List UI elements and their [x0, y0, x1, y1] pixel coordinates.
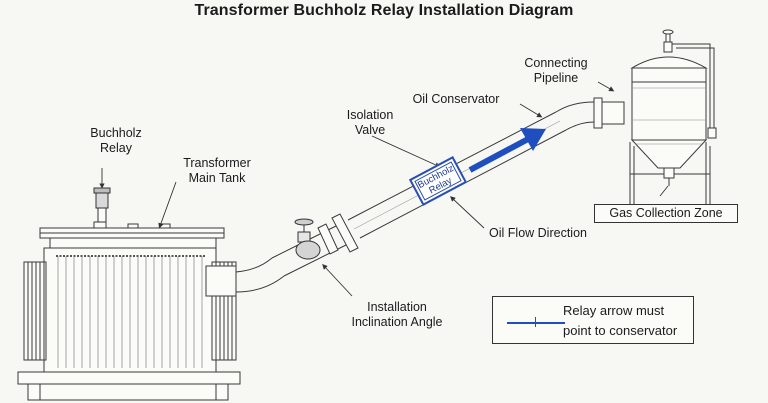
leader-lines	[99, 81, 669, 297]
label-installation-inclination-angle: Installation Inclination Angle	[351, 300, 443, 329]
legend-arrow-line	[507, 322, 565, 324]
transformer-tank	[17, 221, 241, 401]
label-oil-flow-direction: Oil Flow Direction	[489, 226, 587, 240]
pipe-flanges	[317, 97, 625, 255]
oil-conservator-vessel	[629, 29, 717, 204]
gas-collection-zone-box: Gas Collection Zone	[594, 204, 738, 223]
isolation-valve-icon	[294, 218, 321, 260]
label-buchholz-relay: Buchholz Relay	[90, 126, 142, 155]
buchholz-relay-icon	[93, 187, 111, 223]
label-transformer-main-tank: Transformer Main Tank	[183, 156, 251, 185]
legend-text: Relay arrow must point to conservator	[563, 303, 678, 338]
page-title: Transformer Buchholz Relay Installation …	[194, 2, 574, 19]
legend-box: Relay arrow must point to conservator	[492, 296, 694, 344]
label-connecting-pipeline: Connecting Pipeline	[524, 56, 588, 85]
oil-flow-arrow	[468, 128, 546, 173]
legend-arrow-tick	[535, 317, 536, 327]
label-oil-conservator: Oil Conservator	[412, 92, 500, 106]
label-isolation-valve: Isolation Valve	[346, 108, 394, 137]
